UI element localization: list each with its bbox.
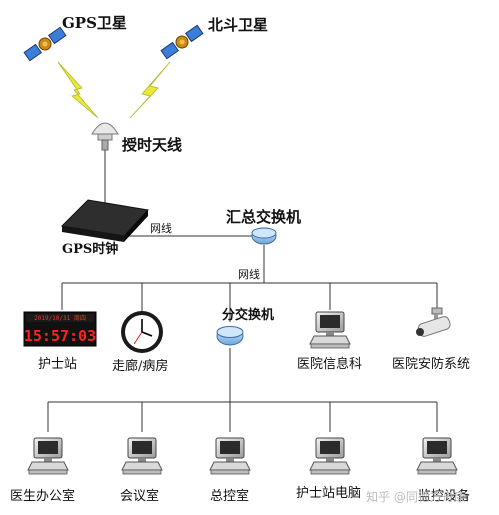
gps-clock-label: GPS时钟 bbox=[62, 242, 119, 257]
antenna-icon bbox=[91, 122, 119, 151]
beidou-satellite-icon bbox=[160, 24, 204, 60]
meeting-room-computer-icon bbox=[121, 437, 163, 475]
gps-satellite-icon bbox=[23, 26, 67, 62]
security-camera-icon bbox=[416, 307, 451, 337]
nurse-terminal-label: 护士站电脑 bbox=[296, 486, 362, 501]
led-clock-icon bbox=[23, 311, 97, 347]
led-clock-top-text: 2019/10/31 周四 bbox=[34, 315, 86, 322]
watermark: 知乎 @同德方舟康 bbox=[366, 490, 466, 504]
beidou-satellite-label: 北斗卫星 bbox=[208, 16, 269, 34]
gps-satellite-label: GPS卫星 bbox=[62, 14, 127, 32]
corridor-label: 走廊/病房 bbox=[112, 359, 169, 374]
antenna-label: 授时天线 bbox=[122, 136, 183, 154]
monitor-device-computer-icon bbox=[416, 437, 458, 475]
doctor-office-label: 医生办公室 bbox=[10, 489, 76, 504]
led-clock-time-text: 15:57:03 bbox=[24, 327, 96, 345]
wires bbox=[47, 150, 438, 432]
control-room-computer-icon bbox=[209, 437, 251, 475]
signal-bolt-icon bbox=[57, 61, 99, 119]
hospital-info-label: 医院信息科 bbox=[297, 357, 363, 372]
meeting-room-label: 会议室 bbox=[120, 489, 160, 504]
hospital-info-computer-icon bbox=[309, 311, 351, 349]
control-room-label: 总控室 bbox=[210, 489, 250, 504]
doctor-office-computer-icon bbox=[27, 437, 69, 475]
sub-switch-icon bbox=[216, 326, 244, 346]
nurse-terminal-computer-icon bbox=[309, 437, 351, 475]
wall-clock-icon bbox=[121, 311, 163, 353]
signal-bolt-icon bbox=[129, 61, 171, 119]
monitor-device-label: 监控设备 bbox=[418, 489, 471, 504]
gps-clock-device-icon bbox=[60, 199, 149, 242]
nurse-station-label: 护士站 bbox=[38, 357, 78, 372]
cable-label-2: 网线 bbox=[238, 268, 260, 281]
main-switch-icon bbox=[251, 227, 277, 245]
main-switch-label: 汇总交换机 bbox=[226, 208, 302, 226]
sub-switch-label: 分交换机 bbox=[222, 308, 275, 323]
cable-label-1: 网线 bbox=[150, 222, 172, 235]
security-system-label: 医院安防系统 bbox=[392, 357, 471, 372]
